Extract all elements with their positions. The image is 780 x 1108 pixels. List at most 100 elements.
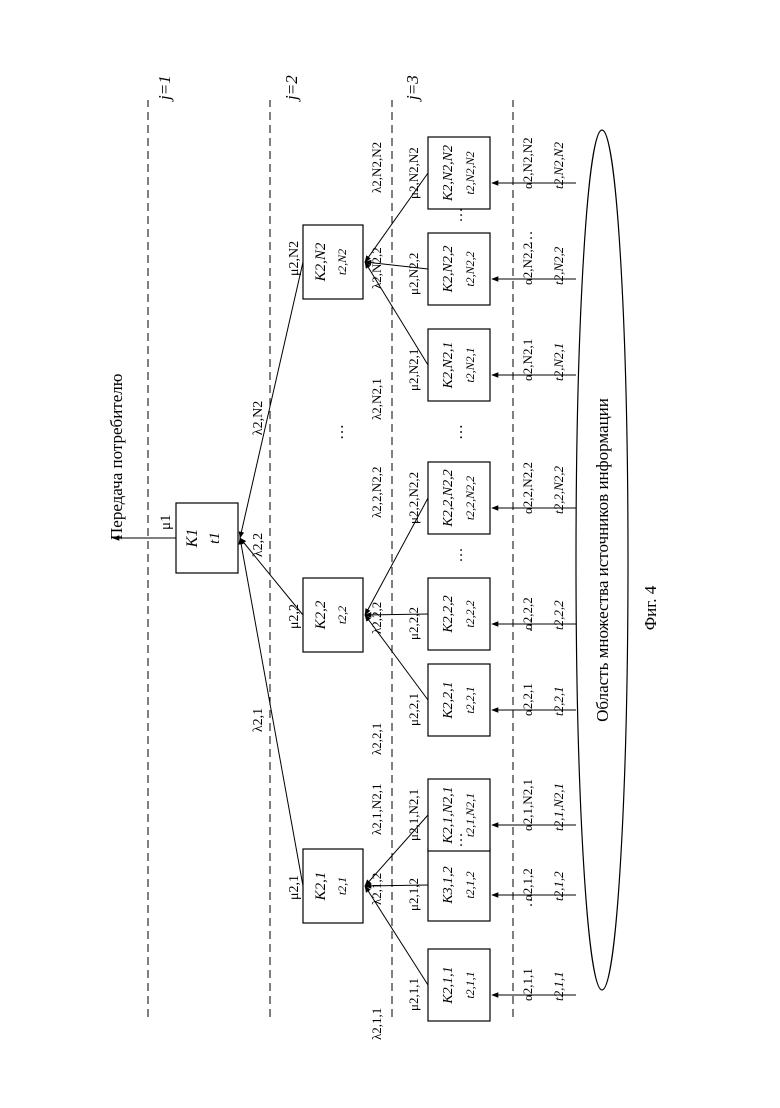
leaf-node-2-3: K2,2,N2,2 t2,2,N2,2 [428,462,490,534]
leaf-node-time: t2,N2,1 [463,347,477,382]
edge-arrow-group-3 [240,262,303,538]
edge-label-leaf-2-3: λ2,2,N2,2 [369,467,384,518]
root-rate-label: μ1 [158,514,174,530]
edge-label-group-1: λ2,1 [251,708,266,732]
leaf-node-3-3: K2,N2,N2 t2,N2,N2 [428,137,490,209]
group-node-name: K2,2 [313,600,329,630]
leaf-node-3-2: K2,N2,2t2,N2,2 [428,233,490,305]
source-alpha-label-1-3: α2,1,N2,1 [520,779,535,831]
level-label-2: j=2 [282,75,301,102]
edge-label-leaf-3-1: λ2,N2,1 [369,378,384,420]
leaf-node-name: K2,2,N2,2 [441,469,456,527]
edge-label-leaf-1-2: λ2,1,2 [369,873,384,905]
group-node-box [303,225,363,299]
group-rate-label-1: μ2,1 [287,875,302,900]
group-node-box [303,849,363,923]
leaf-node-name: K2,2,1 [441,681,456,719]
source-time-label-3-1: t2,N2,1 [551,343,566,381]
edge-arrow-group-2 [240,538,303,615]
source-time-label-3-2: t2,N2,2 [551,246,566,285]
leaf-node-1-2: K3,1,2 t2,1,2 [428,849,490,921]
leaf-node-name: K3,1,2 [441,866,456,904]
leaf-node-1-1: K2,1,1 t2,1,1 [428,949,490,1021]
leaf-node-box [428,137,490,209]
leaf-rate-label-3-3: μ2,N2,N2 [406,147,421,199]
leaf-rate-label-2-1: μ2,2,1 [406,693,421,726]
leaf-ellipsis-3: … [450,208,466,223]
edge-label-leaf-2-1: λ2,2,1 [369,723,384,755]
level-label-1: j=1 [155,75,174,102]
leaf-node-time: t2,2,2 [463,600,477,627]
leaf-node-time: t2,N2,2 [463,251,477,286]
group-node-name: K2,1 [313,872,329,902]
source-time-label-3-3: t2,N2,N2 [551,142,566,189]
edge-label-leaf-1-3: λ2,1,N2,1 [369,784,384,835]
leaf-node-name: K2,N2,1 [441,342,456,390]
leaf-node-time: t2,1,N2,1 [463,793,477,837]
source-time-label-2-3: t2,2,N2,2 [551,465,566,514]
source-alpha-label-3-1: α2,N2,1 [520,339,535,381]
root-node: K1 t1 [176,503,238,573]
group-node-time: t2,2 [335,606,349,624]
source-time-label-2-1: t2,2,1 [551,686,566,716]
leaf-node-time: t2,2,N2,2 [463,476,477,520]
leaf-node-name: K2,2,2 [441,595,456,633]
edge-label-leaf-1-1: λ2,1,1 [369,1008,384,1040]
leaf-node-box [428,578,490,650]
group-node-box [303,578,363,652]
edge-arrow-group-1 [240,538,303,886]
leaf-rate-label-1-1: μ2,1,1 [406,978,421,1011]
source-time-label-2-2: t2,2,2 [551,600,566,630]
source-alpha-label-2-1: α2,2,1 [520,683,535,716]
leaf-node-box [428,233,490,305]
source-ellipsis-2: … [520,618,536,633]
group-node-1: K2,1 t2,1 [303,849,363,923]
sources-area-label: Область множества источников информации [593,398,612,722]
group-node-3: K2,N2 t2,N2 [303,225,363,299]
group-rate-label-3: μ2,N2 [287,241,302,276]
leaf-node-box [428,849,490,921]
source-ellipsis-1: … [520,893,536,908]
figure-caption: Фиг. 4 [641,585,660,630]
leaf-node-box [428,462,490,534]
group-rate-label-2: μ2,2 [287,604,302,629]
leaf-group-ellipsis: … [449,424,466,440]
leaf-node-time: t2,1,1 [463,971,477,998]
source-alpha-label-3-2: α2,N2,2 [520,243,535,285]
source-alpha-label-1-1: α2,1,1 [520,968,535,1001]
leaf-node-2-1: K2,2,1 t2,2,1 [428,664,490,736]
leaf-ellipsis-2: … [450,548,466,563]
leaf-rate-label-2-3: μ2,2,N2,2 [406,472,421,524]
leaf-rate-label-1-3: μ2,1,N2,1 [406,789,421,841]
source-alpha-label-3-3: α2,N2,N2 [520,137,535,189]
leaf-rate-label-1-2: μ2,1,2 [406,878,421,911]
leaf-node-3-1: K2,N2,1 t2,N2,1 [428,329,490,401]
edge-label-group-2: λ2,2 [251,533,266,557]
leaf-rate-label-2-2: μ2,2,2 [406,607,421,640]
leaf-node-2-2: K2,2,2 t2,2,2 [428,578,490,650]
leaf-node-time: t2,2,1 [463,686,477,713]
group-node-time: t2,1 [335,877,349,895]
edge-label-leaf-3-3: λ2,N2,N2 [369,142,384,193]
source-time-label-1-1: t2,1,1 [551,971,566,1001]
leaf-node-name: K2,N2,N2 [441,145,456,202]
source-ellipsis-3: … [520,231,536,246]
leaf-node-name: K2,1,1 [441,966,456,1004]
leaf-ellipsis-1: … [450,833,466,848]
group-node-2: K2,2 t2,2 [303,578,363,652]
root-node-name: K1 [184,529,201,549]
leaf-node-time: t2,N2,N2 [463,151,477,194]
leaf-node-box [428,329,490,401]
group-node-time: t2,N2 [335,249,349,275]
edge-label-group-3: λ2,N2 [251,401,266,435]
group-node-name: K2,N2 [313,242,329,282]
consumer-output-label: Передача потребителю [107,373,126,540]
leaf-node-time: t2,1,2 [463,871,477,898]
source-time-label-1-3: t2,1,N2,1 [551,783,566,831]
leaf-node-box [428,949,490,1021]
source-alpha-label-2-3: α2,2,N2,2 [520,462,535,514]
leaf-node-box [428,664,490,736]
edge-label-leaf-2-2: λ2,2,2 [369,602,384,634]
